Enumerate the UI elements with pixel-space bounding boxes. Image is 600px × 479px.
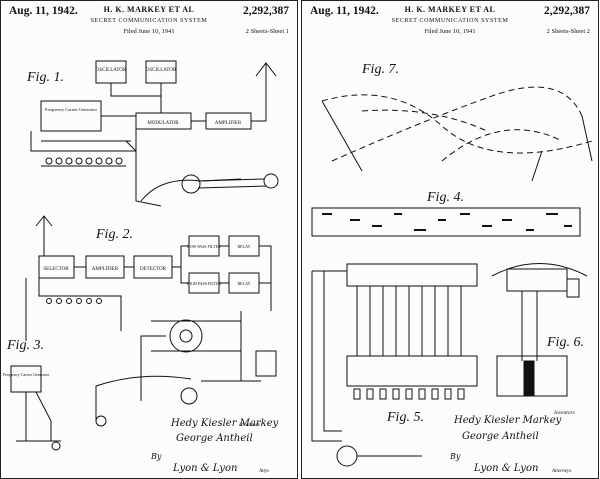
fig5-label: Fig. 5. <box>386 410 424 425</box>
sheet1-drawing: Fig. 1. OSCILLATOR OSCILLATOR Frequency … <box>3 60 279 474</box>
sheet1-filed: Filed June 10, 1941 <box>123 28 175 35</box>
sheet1-inventors-label: Inventors <box>238 422 260 428</box>
sheet1-inventor: H. K. MARKEY ET AL <box>103 5 195 14</box>
fig3-label: Fig. 3. <box>6 338 44 353</box>
fig2-detector-label: DETECTOR <box>140 267 167 272</box>
sheet2-title: SECRET COMMUNICATION SYSTEM <box>391 18 509 24</box>
fig1-modulator-label: MODULATOR <box>147 121 179 126</box>
fig1-reel-icon <box>263 173 279 189</box>
fig2-high-pass-label: HIGH PASS FILTER <box>187 281 222 286</box>
sheet2-date: Aug. 11, 1942. <box>310 5 379 17</box>
fig4-label: Fig. 4. <box>426 190 464 205</box>
fig2-low-pass-label: LOW PASS FILTER <box>187 244 221 249</box>
fig2-contact-row <box>46 298 102 304</box>
fig2-spool-icon <box>180 387 198 405</box>
sheet1-by: By <box>150 452 162 461</box>
fig1-osc-b-label: OSCILLATOR <box>146 68 177 73</box>
patent-sheet-2: Aug. 11, 1942. H. K. MARKEY ET AL 2,292,… <box>301 0 599 479</box>
fig2-label: Fig. 2. <box>95 227 133 242</box>
sheet2-attorney-signature: Lyon & Lyon <box>473 463 538 474</box>
sheet2-inventor: H. K. MARKEY ET AL <box>404 5 496 14</box>
patent-sheet-1: Aug. 11, 1942. H. K. MARKEY ET AL 2,292,… <box>0 0 298 479</box>
sheet2-sheet-count: 2 Sheets-Sheet 2 <box>546 28 590 35</box>
fig2-amplifier-label: AMPLIFIER <box>92 267 119 272</box>
fig4-perforated-roll <box>311 207 581 237</box>
fig2-rotor <box>169 319 203 353</box>
fig1-antenna-icon <box>255 62 277 101</box>
fig1-spool-icon <box>181 174 201 194</box>
sheet1-signature-antheil: George Antheil <box>176 433 253 444</box>
fig5-top-block <box>346 263 478 287</box>
fig6-label: Fig. 6. <box>546 335 584 350</box>
fig1-carrier-label: Frequency Carrier Generator <box>45 107 97 112</box>
sheet2-filed-line: Filed June 10, 1941 2 Sheets-Sheet 2 <box>302 28 598 35</box>
fig1-amplifier-label: AMPLIFIER <box>215 121 242 126</box>
sheet1-date: Aug. 11, 1942. <box>9 5 78 17</box>
sheet2-drawing: Fig. 7. Fig. 4. Fig. 5. <box>311 62 593 474</box>
fig1-carrier-generator <box>40 100 102 132</box>
sheet2-attys: Attorneys <box>551 469 571 474</box>
fig6-roll-arc <box>491 263 588 277</box>
fig2-relay-b-label: RELAY <box>238 281 251 286</box>
sheet2-patent-number: 2,292,387 <box>544 5 590 17</box>
fig5-valves <box>353 388 465 400</box>
fig5-bottom-block <box>346 355 478 387</box>
fig5-pump-icon <box>336 445 358 467</box>
fig1-label: Fig. 1. <box>26 70 64 85</box>
sheet1-title: SECRET COMMUNICATION SYSTEM <box>90 18 208 24</box>
fig3-carrier-label: Frequency Carrier Generator <box>3 372 50 377</box>
fig4-perforations <box>322 213 572 231</box>
fig3-carrier-generator <box>10 365 42 393</box>
fig2-antenna-icon <box>35 215 53 256</box>
sheet1-filed-line: Filed June 10, 1941 2 Sheets-Sheet 1 <box>1 28 297 35</box>
sheet1-attys: Attys <box>258 469 269 474</box>
sheet2-filed: Filed June 10, 1941 <box>424 28 476 35</box>
sheet2-by: By <box>449 452 461 461</box>
sheet1-patent-number: 2,292,387 <box>243 5 289 17</box>
fig2-relay-a-label: RELAY <box>238 244 251 249</box>
sheet1-attorney-signature: Lyon & Lyon <box>172 463 237 474</box>
sheet2-signature-antheil: George Antheil <box>462 431 539 442</box>
sheet1-signature-markey: Hedy Kiesler Markey <box>170 418 279 429</box>
fig7-trajectories <box>321 86 593 162</box>
fig1-contact-row <box>45 157 123 165</box>
fig1-osc-a-label: OSCILLATOR <box>96 68 127 73</box>
fig5-tubes <box>356 286 462 356</box>
fig7-label: Fig. 7. <box>361 62 399 77</box>
sheet2-inventors-label: Inventors <box>553 410 575 416</box>
sheet1-sheet-count: 2 Sheets-Sheet 1 <box>245 28 289 35</box>
sheet2-signature-markey: Hedy Kiesler Markey <box>453 415 562 426</box>
fig2-selector-label: SELECTOR <box>43 267 69 272</box>
